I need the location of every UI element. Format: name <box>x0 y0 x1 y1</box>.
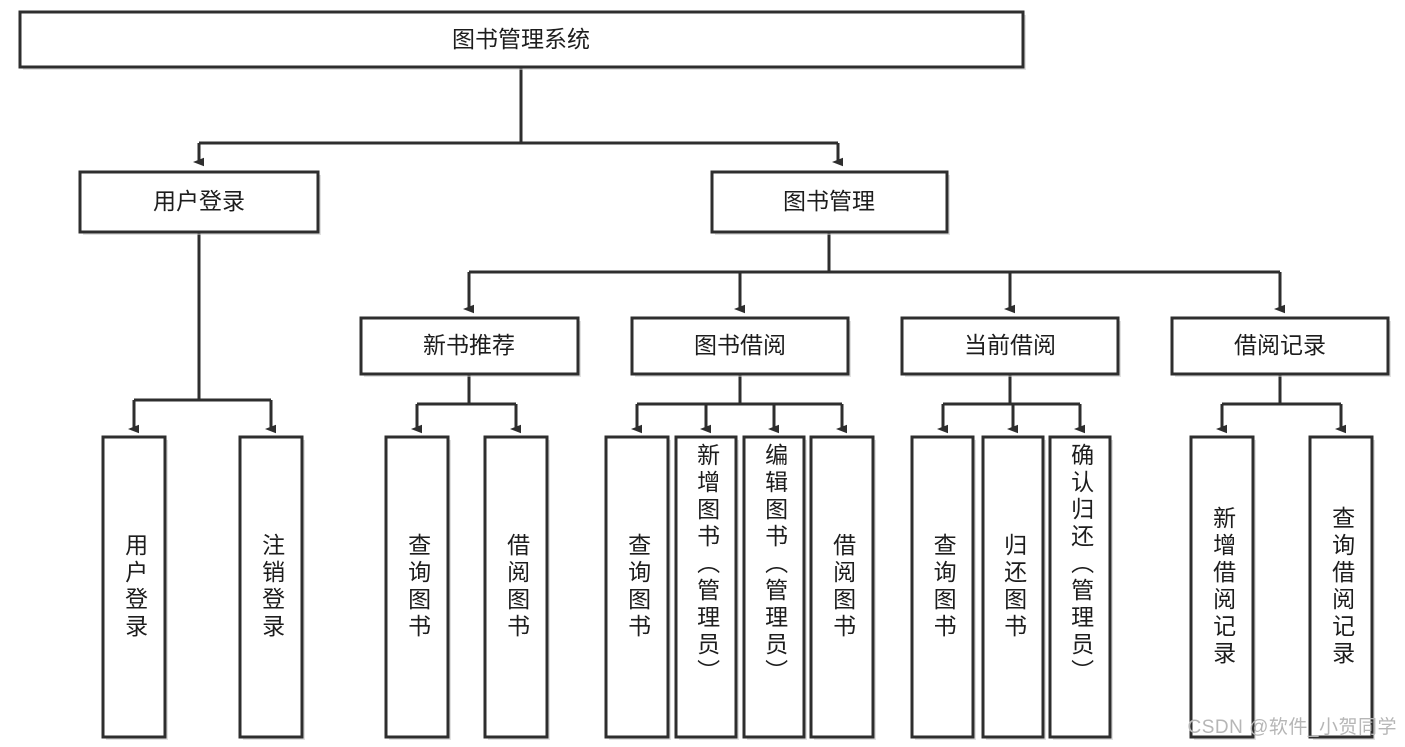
node-book-borrow-label: 图书借阅 <box>694 332 786 358</box>
node-leaf-edit-book-admin[interactable] <box>742 435 807 740</box>
node-root-label: 图书管理系统 <box>452 26 590 52</box>
node-book-management-label: 图书管理 <box>783 188 875 214</box>
node-leaf-borrow-book-2[interactable] <box>809 435 876 740</box>
node-new-book-recommend-label: 新书推荐 <box>423 332 515 358</box>
node-leaf-logout[interactable] <box>238 435 305 740</box>
node-leaf-query-book-2[interactable] <box>604 435 671 740</box>
node-leaf-query-book-3[interactable] <box>910 435 976 740</box>
node-leaf-query-borrow-record[interactable] <box>1308 435 1375 740</box>
node-leaf-return-book[interactable] <box>981 435 1046 740</box>
node-leaf-query-book-1[interactable] <box>384 435 451 740</box>
node-current-borrow-label: 当前借阅 <box>964 332 1056 358</box>
node-user-login-label: 用户登录 <box>153 188 245 214</box>
node-leaf-confirm-return-admin[interactable] <box>1048 435 1113 740</box>
node-book-borrow[interactable]: 图书借阅 <box>630 316 851 377</box>
node-new-book-recommend[interactable]: 新书推荐 <box>359 316 581 377</box>
watermark: CSDN @软件_小贺同学 <box>1187 717 1397 738</box>
node-leaf-user-login[interactable] <box>101 435 168 740</box>
node-current-borrow[interactable]: 当前借阅 <box>900 316 1121 377</box>
node-layer: 图书管理系统 用户登录 图书管理 新书推荐 <box>18 10 1391 740</box>
node-user-login[interactable]: 用户登录 <box>78 170 321 235</box>
node-borrow-record-label: 借阅记录 <box>1234 332 1326 358</box>
node-book-management[interactable]: 图书管理 <box>710 170 950 235</box>
node-leaf-borrow-book-1[interactable] <box>483 435 550 740</box>
node-leaf-add-borrow-record[interactable] <box>1189 435 1256 740</box>
node-leaf-add-book-admin[interactable] <box>674 435 739 740</box>
connector-layer <box>128 67 1346 434</box>
node-root[interactable]: 图书管理系统 <box>18 10 1026 70</box>
node-borrow-record[interactable]: 借阅记录 <box>1170 316 1391 377</box>
